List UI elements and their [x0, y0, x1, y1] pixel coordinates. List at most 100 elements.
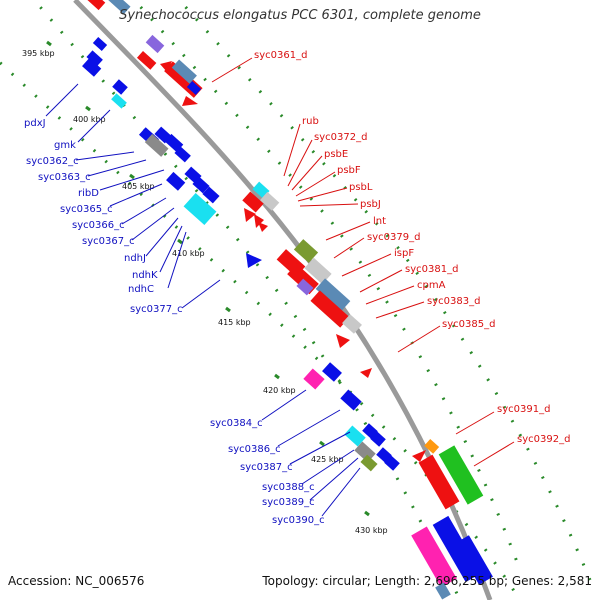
gene-feature[interactable] [303, 368, 325, 390]
gene-feature[interactable] [182, 96, 198, 106]
gene-feature[interactable] [242, 191, 264, 213]
gene-label[interactable]: syc0362_c [26, 156, 79, 167]
kbp-markers: 395 kbp 400 kbp 405 kbp 410 kbp 415 kbp … [22, 40, 388, 535]
gene-label[interactable]: syc0388_c [262, 482, 315, 493]
gene-feature[interactable] [340, 389, 362, 411]
kbp-label: 430 kbp [355, 526, 388, 535]
gene-feature[interactable] [260, 191, 280, 211]
gene-label[interactable]: syc0389_c [262, 497, 315, 508]
gene-feature[interactable] [254, 214, 264, 228]
gene-feature[interactable] [192, 176, 210, 194]
gene-feature[interactable] [164, 133, 184, 153]
gene-feature[interactable] [344, 425, 366, 447]
kbp-label: 415 kbp [218, 318, 251, 327]
gene-feature[interactable] [336, 334, 350, 348]
gene-feature[interactable] [370, 431, 386, 447]
gene-label[interactable]: ribD [78, 188, 99, 199]
gene-feature[interactable] [244, 208, 256, 222]
gene-feature[interactable] [354, 441, 376, 463]
gene-feature[interactable] [174, 146, 191, 163]
kbp-tick [225, 306, 231, 313]
gene-label[interactable]: syc0386_c [228, 444, 281, 455]
gene-label[interactable]: syc0361_d [254, 50, 307, 61]
gene-feature[interactable] [424, 439, 440, 454]
gene-feature[interactable] [171, 59, 197, 84]
gene-label[interactable]: syc0387_c [240, 462, 293, 473]
gene-label[interactable]: pdxJ [24, 118, 46, 129]
gene-feature[interactable] [258, 222, 268, 232]
gene-feature[interactable] [107, 0, 131, 15]
gene-feature[interactable] [183, 192, 217, 226]
gene-feature[interactable] [384, 455, 400, 471]
gene-feature[interactable] [166, 171, 186, 191]
gene-feature[interactable] [111, 93, 127, 109]
gene-label[interactable]: syc0392_d [517, 434, 570, 445]
gene-feature[interactable] [202, 186, 220, 204]
gene-label[interactable]: psbE [324, 149, 348, 160]
gene-label[interactable]: rub [302, 116, 319, 127]
gene-label[interactable]: psbL [349, 182, 373, 193]
kbp-label: 400 kbp [73, 115, 106, 124]
gene-feature[interactable] [310, 290, 350, 328]
gene-feature[interactable] [293, 239, 319, 263]
gene-feature[interactable] [418, 454, 460, 510]
gene-feature[interactable] [82, 57, 102, 77]
gene-feature[interactable] [435, 582, 451, 600]
kbp-tick [46, 40, 52, 47]
gene-feature[interactable] [342, 314, 362, 334]
gene-feature[interactable] [411, 526, 457, 588]
gene-label[interactable]: psbF [337, 165, 361, 176]
forward-gene-labels: syc0361_d rub syc0372_d psbE psbF psbL p… [211, 50, 570, 467]
gene-feature[interactable] [246, 253, 262, 268]
gene-label[interactable]: psbJ [360, 199, 381, 210]
gene-feature[interactable] [455, 535, 493, 585]
gene-label[interactable]: syc0381_d [405, 264, 458, 275]
gene-label[interactable]: cpmA [417, 280, 446, 291]
gene-label[interactable]: syc0363_c [38, 172, 91, 183]
gene-feature[interactable] [315, 278, 351, 312]
gene-label[interactable]: ispF [394, 248, 414, 259]
gene-feature[interactable] [86, 50, 103, 67]
gene-label[interactable]: syc0383_d [427, 296, 480, 307]
gene-feature[interactable] [144, 133, 169, 157]
gene-label[interactable]: syc0365_c [60, 204, 113, 215]
gene-label[interactable]: ndhK [132, 270, 158, 281]
gene-feature[interactable] [360, 368, 372, 378]
gene-feature[interactable] [160, 61, 172, 72]
gene-feature[interactable] [252, 181, 270, 199]
gene-feature[interactable] [360, 454, 378, 472]
gene-label[interactable]: gmk [54, 140, 76, 151]
kbp-tick [129, 173, 135, 180]
gene-feature[interactable] [86, 0, 106, 11]
gene-label[interactable]: ndhC [128, 284, 154, 295]
gene-feature[interactable] [145, 34, 165, 54]
kbp-tick [274, 373, 280, 380]
gene-label[interactable]: syc0367_c [82, 236, 135, 247]
gene-feature[interactable] [304, 257, 332, 285]
gene-feature[interactable] [136, 51, 157, 70]
kbp-tick [177, 238, 183, 245]
kbp-label: 395 kbp [22, 49, 55, 58]
gene-label[interactable]: syc0390_c [272, 515, 325, 526]
gene-feature[interactable] [412, 450, 426, 462]
gene-label[interactable]: ndhJ [124, 253, 146, 264]
genome-summary-text: Topology: circular; Length: 2,696,255 bp… [262, 574, 592, 588]
gene-label[interactable]: syc0377_c [130, 304, 183, 315]
gene-label[interactable]: syc0366_c [72, 220, 125, 231]
gene-label[interactable]: syc0384_c [210, 418, 263, 429]
gene-feature[interactable] [186, 81, 202, 95]
reverse-dotted-track-inner [32, 0, 462, 600]
gene-label[interactable]: syc0391_d [497, 404, 550, 415]
gene-label[interactable]: syc0372_d [314, 132, 367, 143]
gene-feature[interactable] [438, 445, 484, 505]
gene-feature[interactable] [322, 362, 342, 382]
gene-feature[interactable] [112, 79, 128, 95]
gene-feature[interactable] [296, 278, 314, 296]
gene-label[interactable]: syc0379_d [367, 232, 420, 243]
gene-label[interactable]: lnt [373, 216, 386, 227]
gene-feature[interactable] [92, 37, 108, 51]
gene-label[interactable]: syc0385_d [442, 319, 495, 330]
